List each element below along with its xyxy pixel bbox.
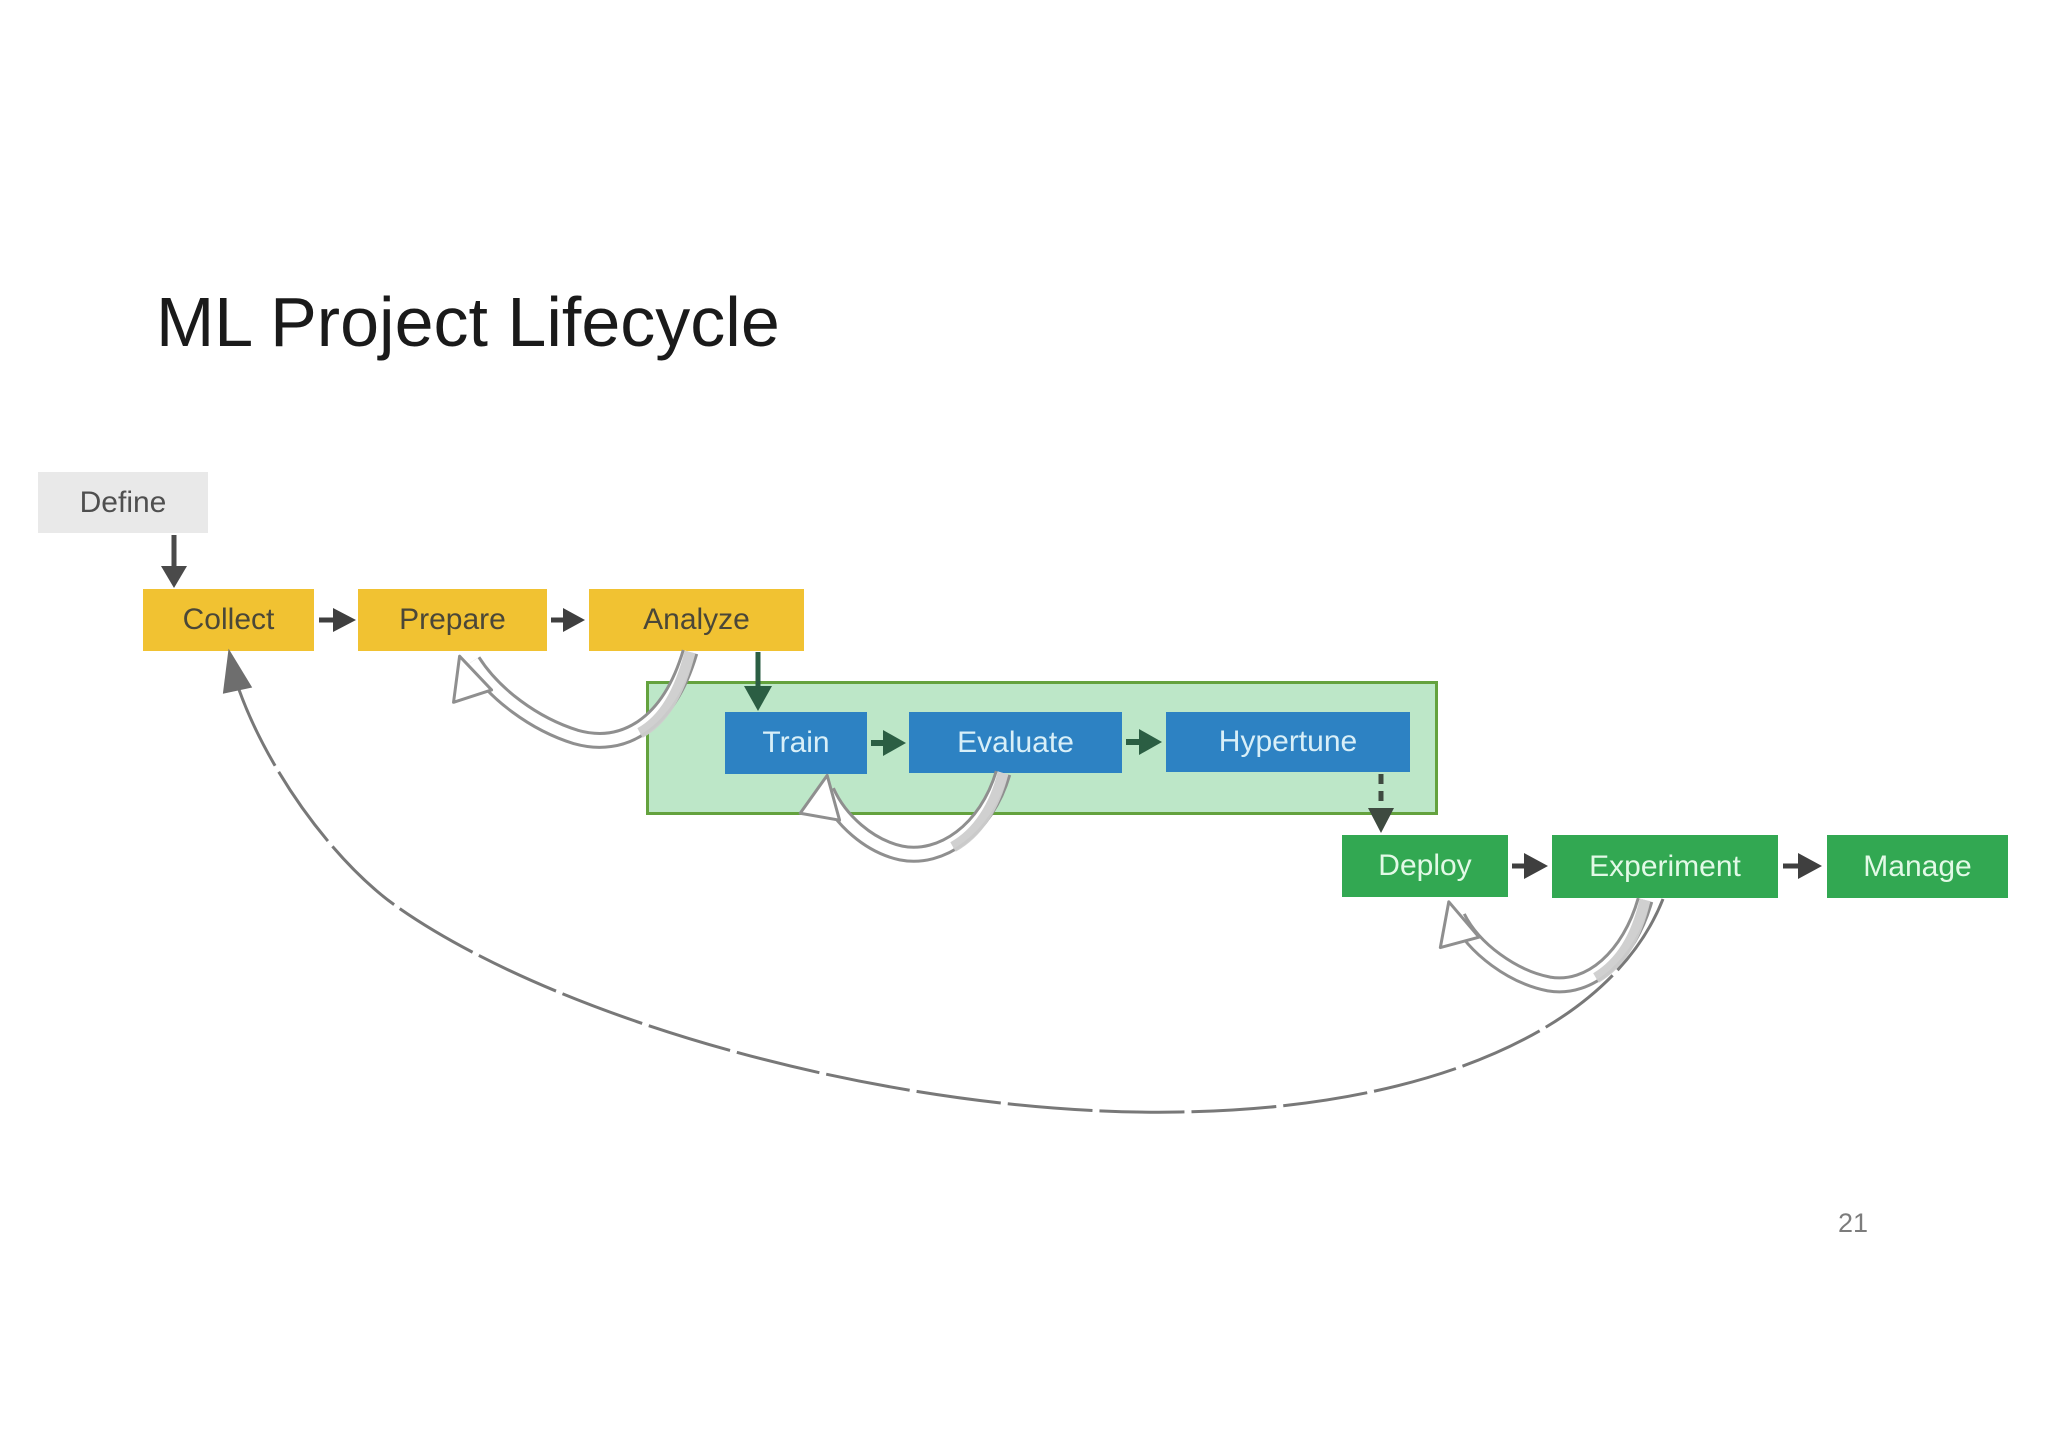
page-number: 21	[1838, 1208, 1869, 1238]
arrow-define-to-collect	[161, 535, 187, 588]
stage-deploy: Deploy	[1342, 835, 1508, 897]
arrow-collect-to-prepare	[319, 608, 356, 632]
arrow-deploy-to-experiment	[1512, 853, 1548, 879]
feedback-arrow-experiment-to-deploy	[1438, 897, 1654, 994]
stage-prepare: Prepare	[358, 589, 547, 651]
arrow-experiment-to-manage	[1783, 853, 1822, 879]
stage-evaluate: Evaluate	[909, 712, 1122, 773]
stage-hypertune: Hypertune	[1166, 712, 1410, 772]
stage-define: Define	[38, 472, 208, 533]
page-title: ML Project Lifecycle	[156, 283, 780, 361]
stage-experiment: Experiment	[1552, 835, 1778, 898]
stage-manage: Manage	[1827, 835, 2008, 898]
stage-analyze: Analyze	[589, 589, 804, 651]
stage-train: Train	[725, 712, 867, 774]
arrow-prepare-to-analyze	[551, 608, 585, 632]
stage-collect: Collect	[143, 589, 314, 651]
